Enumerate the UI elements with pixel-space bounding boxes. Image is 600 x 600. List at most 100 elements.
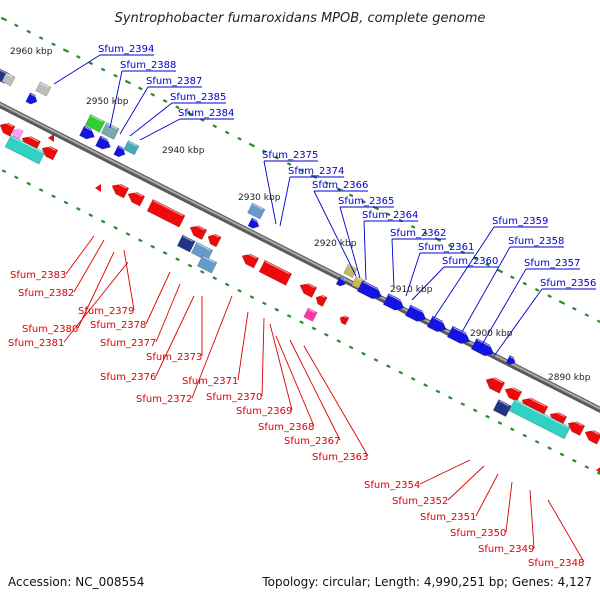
gene-fwd-shape <box>356 280 382 300</box>
reverse-leader-line <box>303 345 369 457</box>
gene-rev-cds-shape <box>176 234 196 253</box>
forward-leader-line <box>339 206 361 279</box>
kbp-label: 2960 kbp <box>10 47 53 57</box>
reverse-leader-line <box>269 323 293 411</box>
reverse-gene-label: Sfum_2354 <box>364 480 420 491</box>
gene-rev-shape <box>127 191 146 207</box>
gene-fwd <box>505 355 516 365</box>
gene-fwd-shine <box>84 126 96 133</box>
reverse-leader-line <box>191 295 233 399</box>
gene-fwd-shape <box>426 315 447 333</box>
gene-fwd <box>25 92 38 105</box>
gene-rev <box>111 181 130 199</box>
gene-fwd-shape <box>470 337 495 357</box>
kbp-major-tick <box>496 268 504 274</box>
gene-rev-shine <box>14 127 22 132</box>
forward-gene-label: Sfum_2374 <box>288 166 344 177</box>
kbp-minor-tick <box>410 377 416 381</box>
kbp-minor-tick <box>336 339 342 343</box>
gene-fwd-cds-shine <box>6 73 14 78</box>
reverse-gene-label: Sfum_2381 <box>8 338 64 349</box>
gene-fwd-cds <box>100 122 120 140</box>
gene-rev-shape <box>504 387 523 402</box>
gene-rev-cds-shape <box>196 254 218 274</box>
forward-leader-line <box>139 118 181 141</box>
forward-leader-line <box>119 86 149 135</box>
kbp-label: 2910 kbp <box>390 285 433 295</box>
gene-fwd-cds-shine <box>252 203 264 210</box>
gene-rev-shine <box>570 419 583 427</box>
kbp-minor-tick <box>572 306 577 311</box>
kbp-minor-tick <box>100 219 106 224</box>
forward-leader-line <box>363 220 367 281</box>
reverse-gene-label: Sfum_2370 <box>206 392 262 403</box>
gene-fwd-cds-shape <box>35 81 52 97</box>
kbp-minor-tick <box>472 408 478 413</box>
reverse-leader-line <box>547 499 585 563</box>
kbp-label: 2920 kbp <box>314 239 357 249</box>
gene-fwd <box>79 125 96 140</box>
kbp-minor-tick <box>299 168 304 173</box>
gene-fwd-cds <box>247 202 266 220</box>
kbp-minor-tick <box>125 232 131 236</box>
gene-fwd <box>404 304 427 322</box>
forward-leader-line <box>493 288 543 357</box>
gene-fwd-shine <box>509 356 515 360</box>
gene-rev-shape <box>189 225 208 241</box>
forward-leader-line <box>433 226 495 319</box>
gene-rev <box>127 189 146 207</box>
kbp-minor-tick <box>348 345 354 350</box>
reverse-leader-line <box>505 481 513 533</box>
forward-gene-label: Sfum_2358 <box>508 236 564 247</box>
forward-gene-label: Sfum_2357 <box>524 258 580 269</box>
kbp-minor-tick <box>175 105 180 110</box>
gene-rev-cds-shine <box>153 200 184 217</box>
gene-rev <box>241 251 260 269</box>
gene-rev-shine <box>552 410 565 418</box>
gene-rev-cds <box>4 134 46 165</box>
forward-gene-label: Sfum_2375 <box>262 150 318 161</box>
gene-fwd <box>247 217 260 229</box>
gene-fwd-cds <box>1 72 16 87</box>
kbp-minor-tick <box>559 452 565 457</box>
kbp-minor-tick <box>361 351 366 356</box>
forward-gene-label: Sfum_2356 <box>540 278 596 289</box>
kbp-minor-tick <box>237 136 242 141</box>
reverse-leader-line <box>155 283 181 343</box>
forward-gene-labels: Sfum_2394Sfum_2388Sfum_2387Sfum_2385Sfum… <box>98 44 596 289</box>
gene-fwd-cds-shape <box>100 122 120 140</box>
reverse-gene-label: Sfum_2380 <box>22 324 78 335</box>
kbp-minor-tick <box>200 270 205 274</box>
gene-rev-cds <box>176 234 196 253</box>
kbp-minor-tick <box>26 181 32 186</box>
gene-rev-cds-shape <box>4 134 46 165</box>
reverse-leader-line <box>155 295 195 377</box>
kbp-minor-tick <box>274 155 280 160</box>
forward-gene-label: Sfum_2394 <box>98 44 154 55</box>
forward-gene-label: Sfum_2364 <box>362 210 418 221</box>
kbp-minor-tick <box>162 99 168 103</box>
reverse-gene-label: Sfum_2352 <box>392 496 448 507</box>
gene-rev <box>339 314 350 326</box>
gene-fwd <box>335 276 346 287</box>
gene-rev-cds-shape <box>258 259 293 286</box>
gene-fwd-shape <box>95 135 111 150</box>
gene-rev-cds <box>303 307 318 322</box>
kbp-minor-tick <box>88 213 94 218</box>
gene-fwd-shine <box>410 305 427 315</box>
gene-rev-shine <box>488 375 503 384</box>
kbp-minor-tick <box>373 358 379 362</box>
kbp-minor-tick <box>262 149 267 154</box>
gene-rev-cds-shine <box>515 400 569 428</box>
reverse-leader-line <box>289 339 341 441</box>
gene-rev-cds-shine <box>265 261 290 275</box>
reverse-gene-label: Sfum_2350 <box>450 528 506 539</box>
kbp-minor-tick <box>584 313 590 317</box>
gene-fwd-shine <box>476 339 495 349</box>
accession-label: Accession: NC_008554 <box>8 575 144 589</box>
forward-leader-line <box>313 190 357 277</box>
reverse-leader-line <box>475 473 499 517</box>
reverse-gene-label: Sfum_2371 <box>182 376 238 387</box>
kbp-minor-tick <box>510 275 515 280</box>
